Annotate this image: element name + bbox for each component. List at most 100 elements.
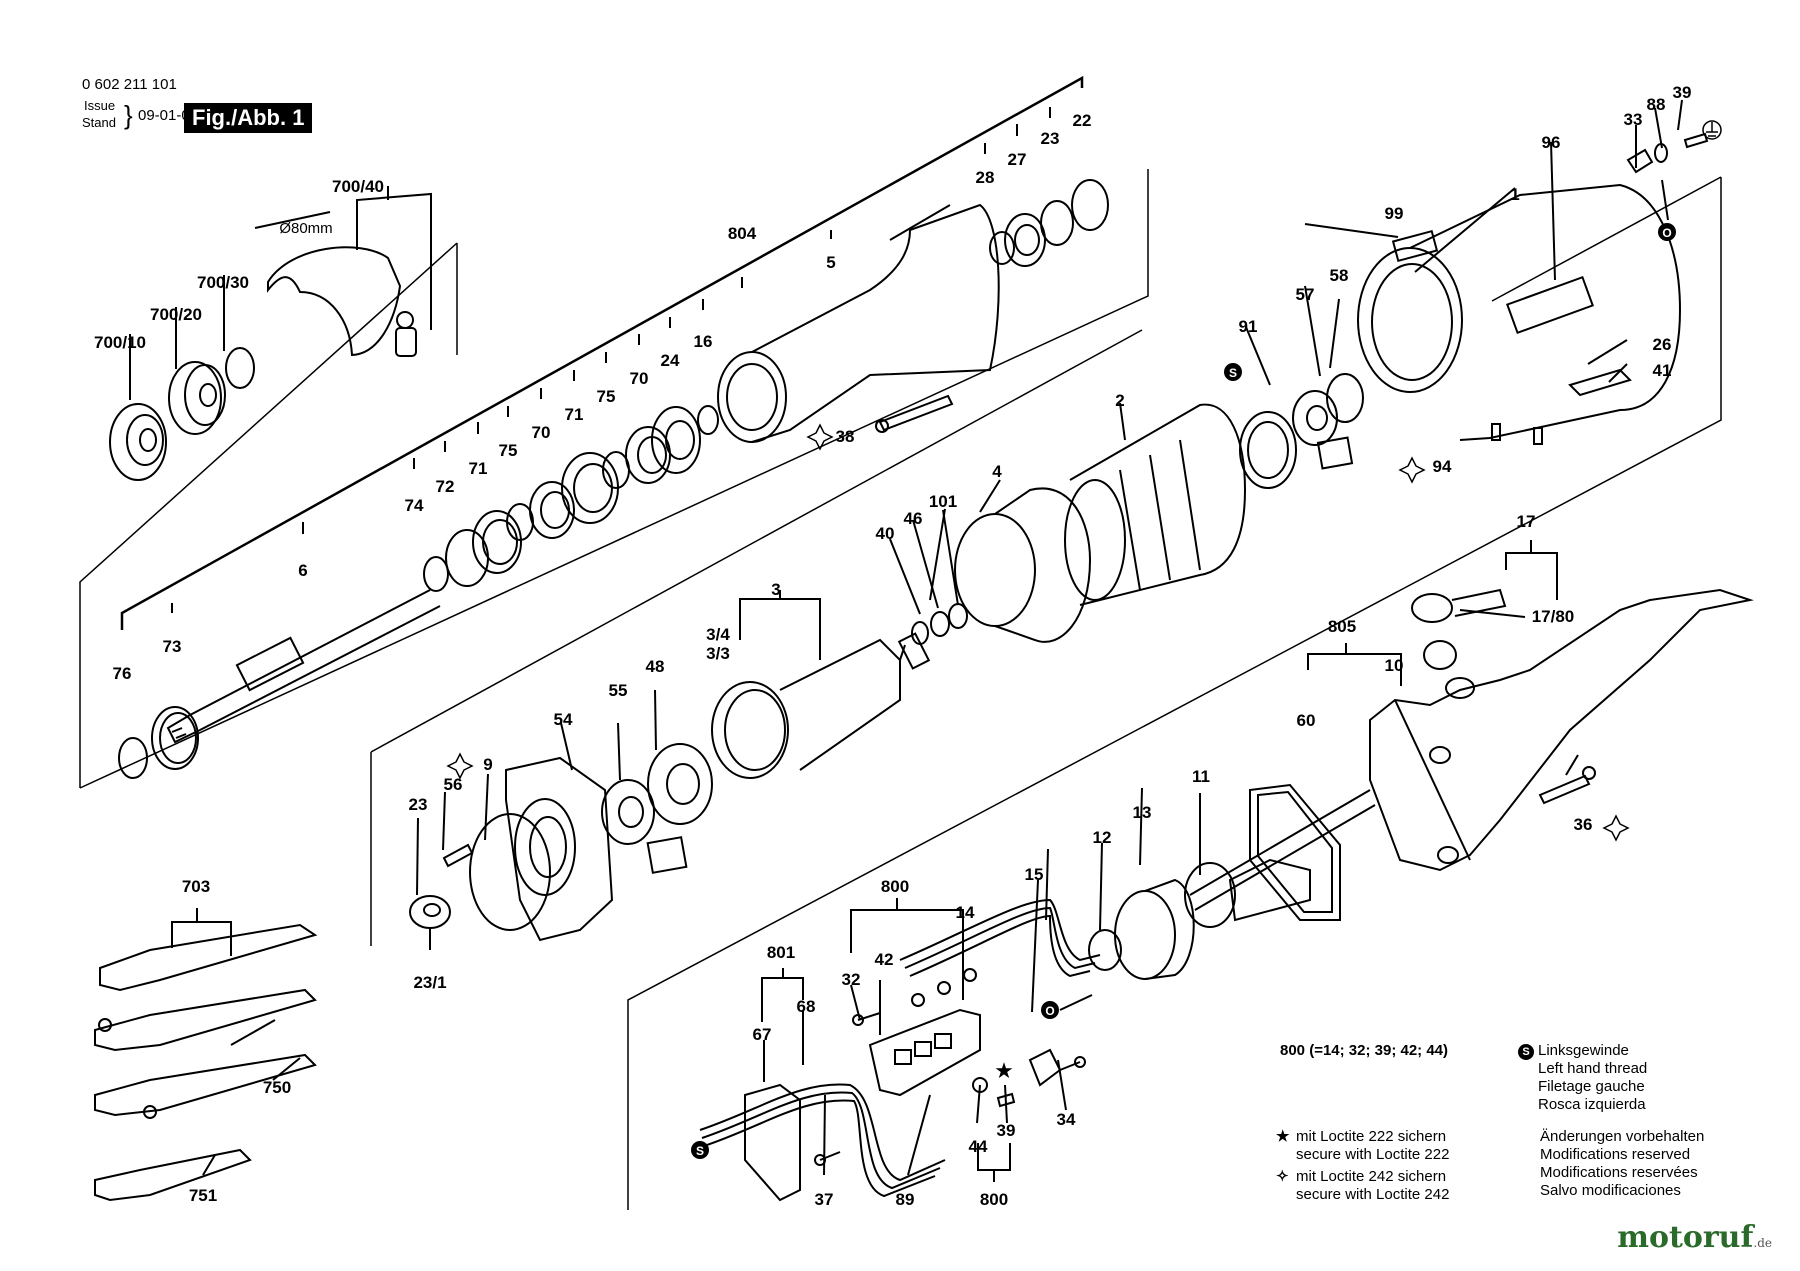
- part-label: 804: [728, 224, 757, 243]
- part-label: 6: [298, 561, 307, 580]
- star-icon: ★: [1276, 1128, 1290, 1145]
- watermark-logo: motoruf.de: [1617, 1220, 1772, 1255]
- part-label: 39: [997, 1121, 1016, 1140]
- figure-badge: Fig./Abb. 1: [184, 103, 313, 133]
- star-icon: ★: [994, 1058, 1014, 1083]
- part-label: 44: [969, 1137, 988, 1156]
- part-label: 15: [1025, 865, 1044, 884]
- part-label: 17/80: [1532, 607, 1575, 626]
- part-label: 88: [1647, 95, 1666, 114]
- part-label: 801: [767, 943, 795, 962]
- part-label: 10: [1385, 656, 1404, 675]
- part-label: 71: [565, 405, 584, 424]
- part-label: 9: [483, 755, 492, 774]
- part-label: 91: [1239, 317, 1258, 336]
- part-label: 39: [1673, 83, 1692, 102]
- part-label: 700/20: [150, 305, 202, 324]
- part-label: 800: [881, 877, 909, 896]
- part-label: 700/30: [197, 273, 249, 292]
- part-label: 12: [1093, 828, 1112, 847]
- part-label: 700/40: [332, 177, 384, 196]
- part-label: 800: [980, 1190, 1008, 1209]
- part-label: 22: [1073, 111, 1092, 130]
- stand-label: Stand: [82, 115, 116, 130]
- diameter-label: Ø80mm: [279, 220, 332, 237]
- group-frame-bottom: [627, 177, 1722, 1210]
- ground-icon: [1702, 120, 1722, 140]
- part-label: 70: [532, 423, 551, 442]
- part-label: 26: [1653, 335, 1672, 354]
- part-label: 58: [1330, 266, 1349, 285]
- circle-s-icon: S: [1224, 363, 1242, 381]
- bracket-804: [120, 75, 1084, 630]
- loctite-242-legend: ✧mit Loctite 242 sichern secure with Loc…: [1276, 1168, 1450, 1203]
- part-label: 3/3: [706, 644, 730, 663]
- part-label: 96: [1542, 133, 1561, 152]
- circle-o-icon: O: [1041, 1001, 1059, 1019]
- part-label: 75: [499, 441, 518, 460]
- part-label: 23: [409, 795, 428, 814]
- part-label: 24: [661, 351, 680, 370]
- svg-text:S: S: [696, 1144, 704, 1158]
- part-label: 99: [1385, 204, 1404, 223]
- hollow-star-icon: [1602, 814, 1630, 842]
- part-label: 11: [1192, 767, 1210, 786]
- hollow-star-icon: [446, 752, 474, 780]
- hollow-star-icon: ✧: [1276, 1168, 1289, 1185]
- part-label: 23/1: [413, 973, 446, 992]
- part-label: 101: [929, 492, 957, 511]
- part-label: 48: [646, 657, 665, 676]
- part-label: 33: [1624, 110, 1643, 129]
- part-label: 27: [1008, 150, 1027, 169]
- part-label: 3: [771, 580, 780, 599]
- circle-o-icon: O: [1658, 223, 1676, 241]
- kit-note: 800 (=14; 32; 39; 42; 44): [1280, 1042, 1449, 1059]
- part-label: 700/10: [94, 333, 146, 352]
- svg-text:O: O: [1662, 226, 1671, 240]
- loctite-222-legend: ★mit Loctite 222 sichern secure with Loc…: [1276, 1128, 1450, 1163]
- part-label: 89: [896, 1190, 915, 1209]
- part-label: 56: [444, 775, 463, 794]
- part-label: 75: [597, 387, 616, 406]
- part-label: 1: [1510, 185, 1519, 204]
- group-frame-top: [79, 242, 458, 788]
- part-label: 23: [1041, 129, 1060, 148]
- part-label: 76: [113, 664, 132, 683]
- hollow-star-icon: [1398, 456, 1426, 484]
- part-label: 46: [904, 509, 923, 528]
- part-label: 68: [797, 997, 816, 1016]
- part-label: 750: [263, 1078, 291, 1097]
- part-label: 32: [842, 970, 861, 989]
- part-label: 703: [182, 877, 210, 896]
- part-label: 55: [609, 681, 628, 700]
- part-label: 60: [1297, 711, 1316, 730]
- part-label: 13: [1133, 803, 1152, 822]
- part-label: 34: [1057, 1110, 1076, 1129]
- part-label: 37: [815, 1190, 834, 1209]
- svg-text:S: S: [1229, 366, 1237, 380]
- circle-s-icon: S: [691, 1141, 709, 1159]
- part-label: 57: [1296, 285, 1315, 304]
- brace-icon: }: [124, 100, 133, 130]
- part-label: 751: [189, 1186, 217, 1205]
- part-label: 72: [436, 477, 455, 496]
- part-label: 17: [1517, 512, 1536, 531]
- part-label: 28: [976, 168, 995, 187]
- part-label: 71: [469, 459, 488, 478]
- hollow-star-icon: [806, 423, 834, 451]
- modifications-note: Änderungen vorbehalten Modifications res…: [1540, 1128, 1705, 1199]
- part-label: 36: [1574, 815, 1593, 834]
- part-label: 805: [1328, 617, 1356, 636]
- part-label: 74: [405, 496, 424, 515]
- part-label: 16: [694, 332, 713, 351]
- part-label: 5: [826, 253, 835, 272]
- issue-label: Issue: [84, 98, 116, 113]
- circle-s-icon: S: [1518, 1044, 1534, 1060]
- group-frame-middle: [370, 329, 1143, 753]
- issue-date: 09-01-09: [138, 107, 199, 124]
- part-label: 4: [992, 462, 1002, 481]
- part-label: 40: [876, 524, 895, 543]
- part-label: 41: [1653, 361, 1672, 380]
- part-label: 54: [554, 710, 573, 729]
